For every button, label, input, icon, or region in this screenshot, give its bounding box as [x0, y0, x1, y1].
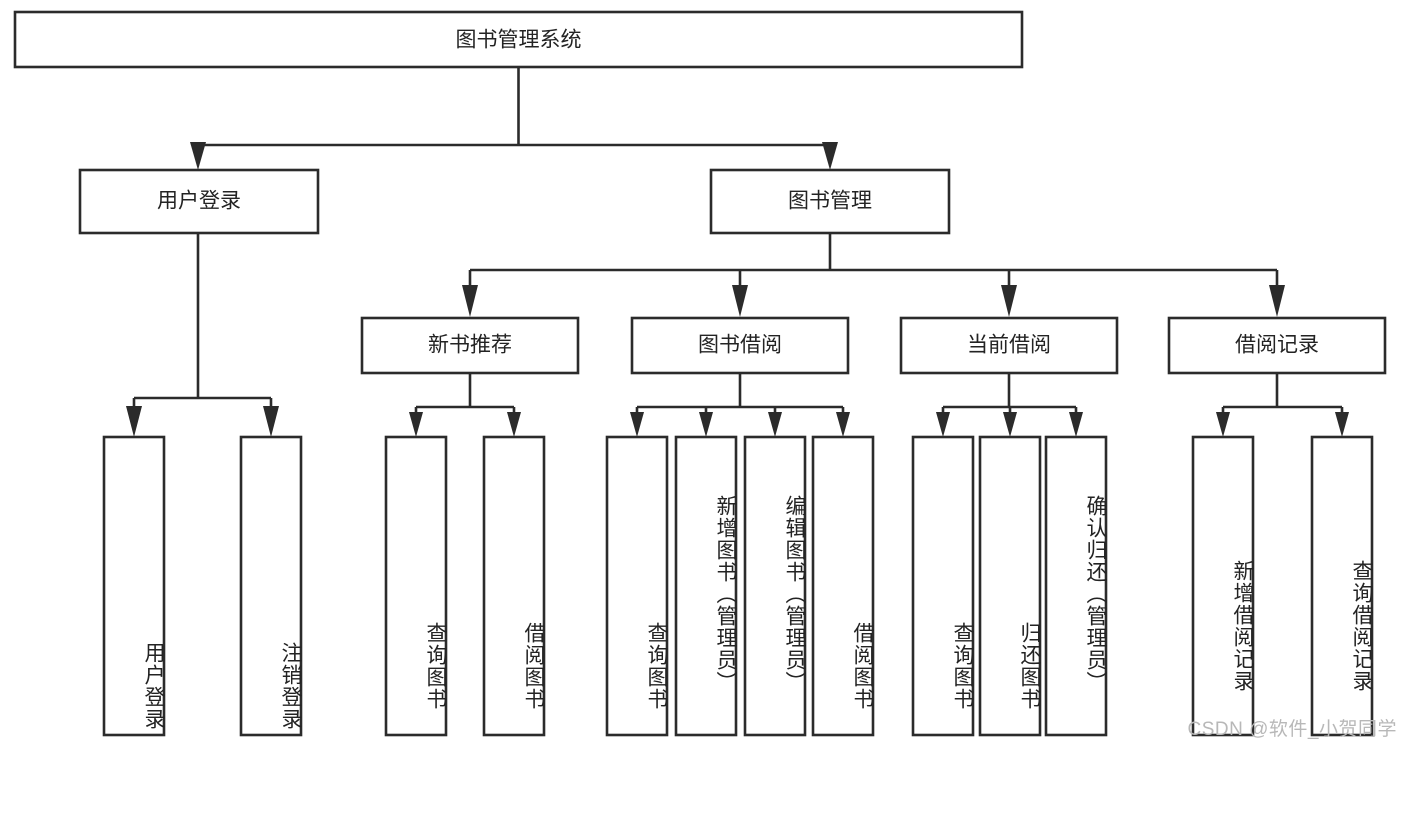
flowchart-canvas: 图书管理系统 用户登录 图书管理 新书推荐 图书借阅 当前借阅 借阅记录	[13, 10, 1397, 740]
arrow-new-book-recommend-icon	[462, 285, 478, 317]
edges-layer	[126, 67, 1349, 437]
nodes-layer: 图书管理系统 用户登录 图书管理 新书推荐 图书借阅 当前借阅 借阅记录	[13, 10, 1387, 737]
node-leaf-user-login[interactable]	[102, 435, 166, 737]
arrow-leaf-confirm-return-icon	[1069, 412, 1083, 437]
node-leaf-query-book-3[interactable]	[911, 435, 975, 737]
node-book-borrow[interactable]	[630, 316, 850, 375]
node-user-login[interactable]	[78, 168, 320, 235]
arrow-leaf-borrow-book-2-icon	[836, 412, 850, 437]
node-leaf-logout[interactable]	[239, 435, 303, 737]
arrow-leaf-add-record-icon	[1216, 412, 1230, 437]
node-book-manage-label: 图书管理	[788, 190, 872, 213]
watermark-text: CSDN @软件_小贺同学	[1187, 719, 1397, 740]
arrow-leaf-return-book-icon	[1003, 412, 1017, 437]
node-leaf-borrow-book-2[interactable]	[811, 435, 875, 737]
arrow-leaf-borrow-book-1-icon	[507, 412, 521, 437]
arrow-leaf-query-book-3-icon	[936, 412, 950, 437]
node-leaf-add-record[interactable]	[1191, 435, 1255, 737]
arrow-book-borrow-icon	[732, 285, 748, 317]
node-root-label: 图书管理系统	[456, 29, 582, 52]
node-root[interactable]	[13, 10, 1024, 69]
arrow-leaf-edit-book-icon	[768, 412, 782, 437]
node-book-borrow-label: 图书借阅	[698, 334, 782, 357]
node-current-borrow[interactable]	[899, 316, 1119, 375]
node-leaf-return-book[interactable]	[978, 435, 1042, 737]
node-leaf-add-book[interactable]	[674, 435, 738, 737]
node-leaf-query-book-2[interactable]	[605, 435, 669, 737]
arrow-leaf-add-book-icon	[699, 412, 713, 437]
arrow-leaf-query-book-1-icon	[409, 412, 423, 437]
node-leaf-query-record[interactable]	[1310, 435, 1374, 737]
arrow-leaf-query-record-icon	[1335, 412, 1349, 437]
arrow-borrow-record-icon	[1269, 285, 1285, 317]
node-new-book-recommend[interactable]	[360, 316, 580, 375]
node-new-book-recommend-label: 新书推荐	[428, 334, 512, 357]
node-leaf-borrow-book-1[interactable]	[482, 435, 546, 737]
node-leaf-confirm-return[interactable]	[1044, 435, 1108, 737]
node-leaf-edit-book[interactable]	[743, 435, 807, 737]
node-borrow-record-label: 借阅记录	[1235, 334, 1319, 357]
node-book-manage[interactable]	[709, 168, 951, 235]
node-borrow-record[interactable]	[1167, 316, 1387, 375]
arrow-leaf-logout-icon	[263, 406, 279, 437]
arrow-leaf-user-login-icon	[126, 406, 142, 437]
node-leaf-query-book-1[interactable]	[384, 435, 448, 737]
node-current-borrow-label: 当前借阅	[967, 334, 1051, 357]
node-user-login-label: 用户登录	[157, 190, 241, 213]
arrow-to-book-manage-icon	[822, 142, 838, 170]
arrow-to-user-login-icon	[190, 142, 206, 170]
flowchart-svg: 图书管理系统 用户登录 图书管理 新书推荐 图书借阅 当前借阅 借阅记录	[13, 10, 1387, 737]
arrow-current-borrow-icon	[1001, 285, 1017, 317]
arrow-leaf-query-book-2-icon	[630, 412, 644, 437]
